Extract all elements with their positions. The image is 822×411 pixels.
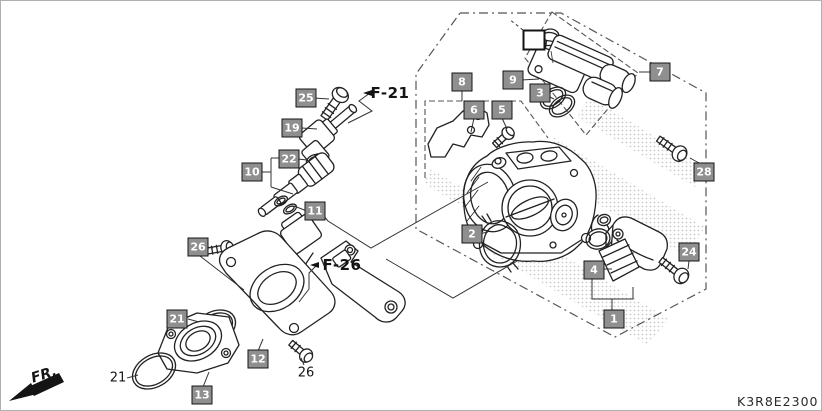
- callout-box-7[interactable]: 7: [649, 62, 671, 82]
- bolt-26-lower-drawing: [288, 339, 314, 363]
- front-direction-arrow: [9, 373, 64, 401]
- figure-ref-f26[interactable]: F-26: [322, 256, 362, 274]
- figure-ref-f21[interactable]: F-21: [370, 84, 410, 102]
- leader-lines: [126, 18, 700, 388]
- callout-box-26[interactable]: 26: [187, 237, 209, 257]
- injector-10-drawing: [257, 152, 335, 217]
- callout-box-9[interactable]: 9: [502, 70, 524, 90]
- gasket-2-drawing: [478, 213, 522, 273]
- callout-box-24[interactable]: 24: [678, 242, 700, 262]
- bolt-25-drawing: [320, 86, 349, 121]
- map-sensor-assembly-drawing: [527, 34, 636, 109]
- o-ring-21-lower-drawing: [131, 352, 177, 390]
- callout-box-1[interactable]: 1: [603, 309, 625, 329]
- bolt-24-drawing: [658, 256, 690, 285]
- callout-box-19[interactable]: 19: [281, 118, 303, 138]
- throttle-body-drawing: [462, 140, 597, 263]
- o-rings-11-drawing: [273, 195, 298, 215]
- callout-box-21[interactable]: 21: [166, 309, 188, 329]
- callout-box-25[interactable]: 25: [295, 88, 317, 108]
- callout-box-12[interactable]: 12: [247, 349, 269, 369]
- tps-gasket-drawing: [585, 213, 612, 250]
- callout-box-4[interactable]: 4: [583, 260, 605, 280]
- dashed-outline-bracket-group: [424, 100, 549, 178]
- callout-box-22[interactable]: 22: [278, 149, 300, 169]
- callout-box-6[interactable]: 6: [463, 100, 485, 120]
- callout-box-13[interactable]: 13: [191, 385, 213, 405]
- callout-box-10[interactable]: 10: [241, 162, 263, 182]
- dashed-outline-main-assembly: [415, 12, 707, 338]
- insulator-bracket-12-drawing: [218, 211, 406, 336]
- diagram-code: K3R8E2300: [737, 394, 819, 409]
- callout-box-28[interactable]: 28: [693, 162, 715, 182]
- bolt-28-drawing: [655, 135, 688, 162]
- tps-sensor-4-drawing: [598, 216, 668, 282]
- empty-callout-box: [522, 29, 546, 51]
- callout-text-21[interactable]: 21: [109, 370, 127, 386]
- callout-box-5[interactable]: 5: [491, 100, 513, 120]
- callout-box-8[interactable]: 8: [451, 72, 473, 92]
- callout-box-11[interactable]: 11: [304, 201, 326, 221]
- callout-text-26[interactable]: 26: [297, 365, 315, 381]
- callout-box-3[interactable]: 3: [529, 83, 551, 103]
- screw-5-drawing: [491, 126, 515, 149]
- callout-box-2[interactable]: 2: [461, 224, 483, 244]
